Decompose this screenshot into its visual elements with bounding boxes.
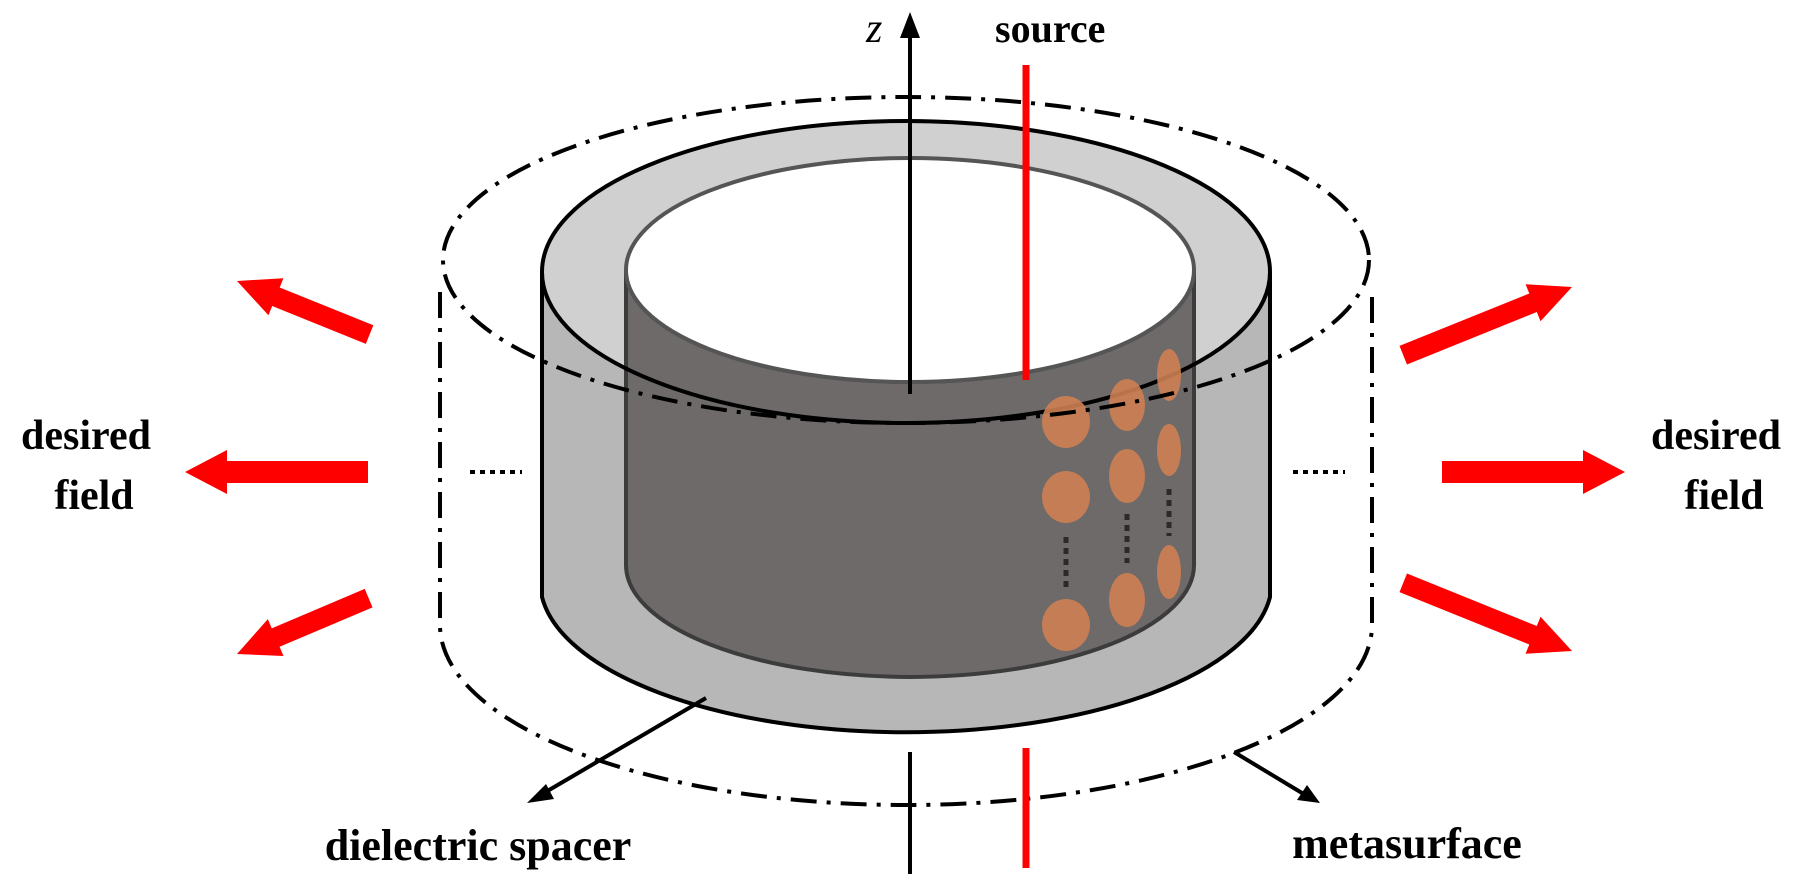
left-field-label-line1: desired	[21, 413, 151, 459]
right-arrow-up	[1399, 284, 1572, 365]
left-field-label-line2: field	[54, 473, 133, 519]
left-field-arrows	[185, 278, 374, 656]
metasurface-outline	[438, 95, 1374, 807]
spacer-pointer-line	[542, 696, 708, 795]
source-label: source	[995, 6, 1105, 51]
right-field-arrows	[1399, 284, 1625, 654]
z-axis-label: z	[865, 6, 882, 52]
element-5	[1109, 449, 1145, 503]
element-6	[1109, 573, 1145, 627]
element-7	[1157, 349, 1181, 401]
left-arrow-down	[237, 588, 373, 656]
metasurface-pointer-line	[1232, 750, 1304, 795]
element-4	[1109, 379, 1145, 431]
element-1	[1042, 396, 1090, 448]
right-arrow-down	[1399, 573, 1572, 654]
metasurface-label: metasurface	[1292, 819, 1522, 868]
right-arrow-middle	[1442, 450, 1625, 494]
element-2	[1042, 471, 1090, 523]
left-arrow-up	[237, 278, 374, 344]
right-field-label-line2: field	[1684, 473, 1763, 519]
left-arrow-middle	[185, 450, 368, 494]
element-3	[1042, 599, 1090, 651]
spacer-label: dielectric spacer	[325, 821, 632, 870]
metasurface-elements	[1042, 349, 1181, 651]
right-field-label-line1: desired	[1651, 413, 1781, 459]
metasurface-pointer-arrowhead	[1297, 785, 1320, 803]
z-axis-arrowhead	[900, 12, 920, 38]
spacer-pointer-arrowhead	[527, 784, 554, 803]
element-9	[1157, 545, 1181, 599]
element-8	[1157, 424, 1181, 476]
